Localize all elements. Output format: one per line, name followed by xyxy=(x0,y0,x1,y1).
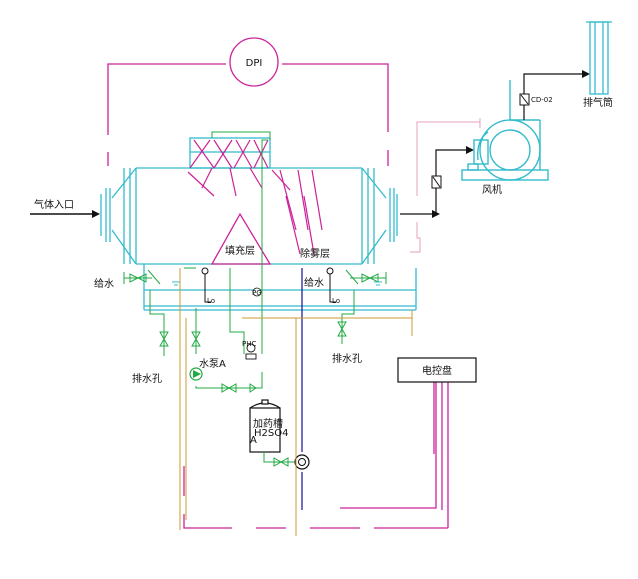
fan-label: 风机 xyxy=(482,183,502,196)
spray-nozzles xyxy=(187,139,323,255)
exhaust-stack xyxy=(586,21,612,95)
water-feed-right xyxy=(345,269,387,285)
fan-icon xyxy=(461,80,549,181)
packing-layer-label: 填充层 xyxy=(225,244,255,257)
water-feed-right-label: 给水 xyxy=(304,276,324,289)
packing-layer: 填充层 xyxy=(210,212,272,265)
dosing-tank-label: 加药槽 xyxy=(253,417,283,430)
water-level-right xyxy=(374,281,382,286)
dpi-gauge: DPI xyxy=(229,37,279,87)
valve-icon xyxy=(361,273,379,283)
drain-right-label: 排水孔 xyxy=(332,352,362,365)
lo-left-label: Lo xyxy=(207,297,215,305)
gas-inlet-label: 气体入口 xyxy=(34,198,74,211)
exhaust-duct xyxy=(410,118,481,253)
drain-left-pipe xyxy=(149,290,165,356)
damper-tag-label: CD-02 xyxy=(531,96,553,104)
gauge-icon xyxy=(252,287,262,297)
pump-label: 水泵A xyxy=(199,358,226,370)
gas-inlet-arrow: 气体入口 xyxy=(30,198,100,218)
control-cabling xyxy=(179,268,413,536)
valve-icon xyxy=(159,331,169,347)
outlet-duct-line xyxy=(400,149,470,215)
damper-icon xyxy=(519,93,530,106)
drain-left-label: 排水孔 xyxy=(132,372,162,385)
valve-icon xyxy=(129,273,147,283)
damper-icon xyxy=(431,175,442,189)
valve-icon xyxy=(191,331,257,393)
recirculation-pipe xyxy=(184,131,271,389)
pump-icon xyxy=(189,367,203,381)
dpi-label: DPI xyxy=(246,58,263,69)
stack-label: 排气筒 xyxy=(583,96,613,109)
dosing-tank-chem: H2SO4 xyxy=(254,428,288,439)
lo-right-label: Lo xyxy=(332,297,340,305)
water-level-left xyxy=(172,281,180,286)
phc-label: PHC xyxy=(242,340,256,348)
dpi-signal-loop xyxy=(107,63,389,166)
valve-icon xyxy=(273,457,289,467)
water-feed-left xyxy=(123,269,161,285)
phc-sensor xyxy=(245,343,257,360)
control-wiring xyxy=(183,382,449,529)
control-panel: 电控盘 xyxy=(397,357,477,383)
control-panel-label: 电控盘 xyxy=(422,364,452,377)
pg-label: PG xyxy=(252,289,262,297)
dosing-tank xyxy=(249,399,281,453)
scrubber-tower xyxy=(100,137,417,311)
water-feed-left-label: 给水 xyxy=(94,277,114,290)
dosing-tank-id: A xyxy=(250,435,257,446)
valve-icon xyxy=(337,321,347,337)
dosing-suction-pipe xyxy=(263,452,294,463)
float-switch-icon xyxy=(201,267,336,303)
demister-layer-label: 除雾层 xyxy=(300,247,330,260)
dosing-pump-icon xyxy=(294,454,310,470)
